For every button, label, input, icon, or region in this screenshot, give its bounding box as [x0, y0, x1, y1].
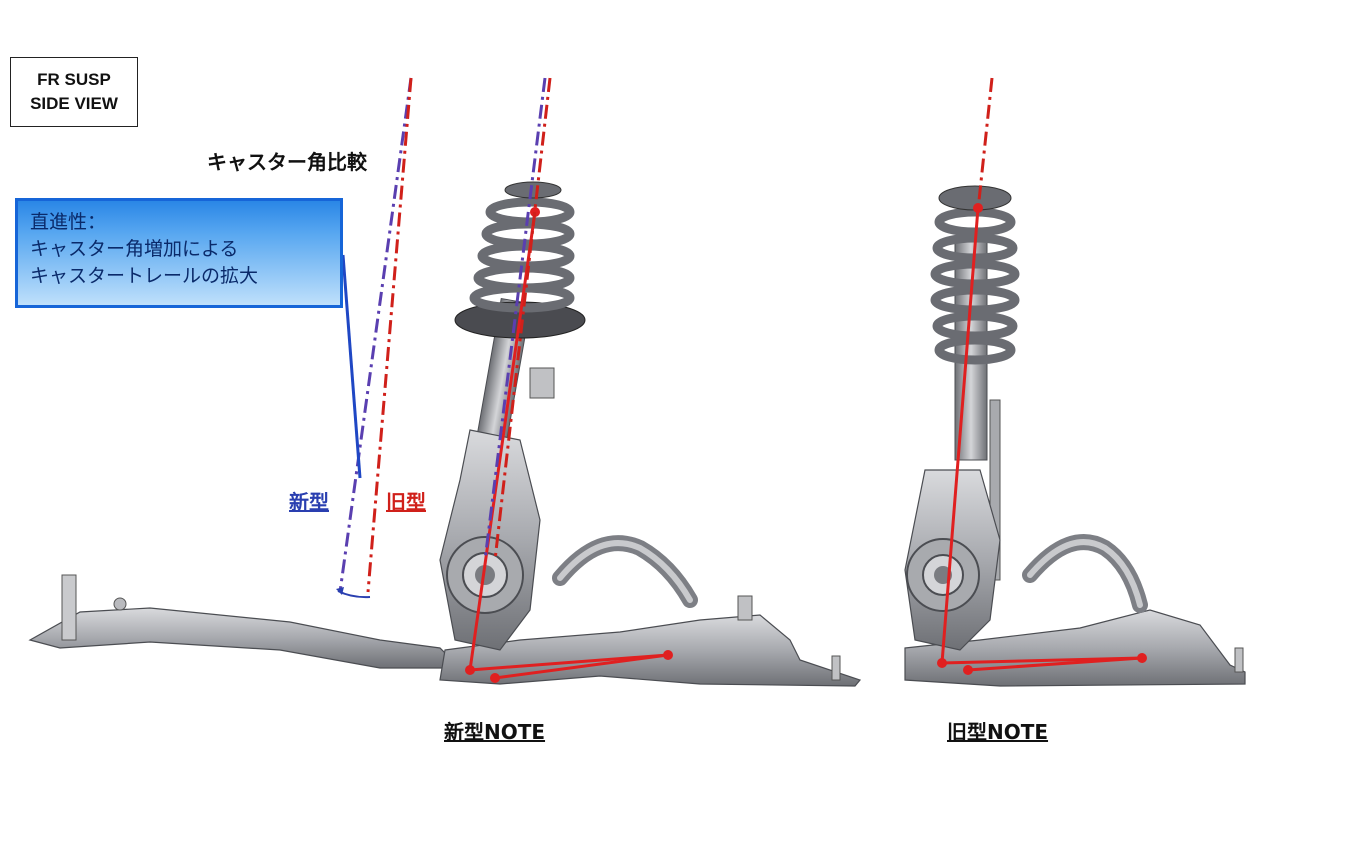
callout-line1: 直進性：: [30, 211, 107, 233]
callout-box: 直進性： キャスター角増加による キャスタートレールの拡大: [15, 198, 343, 308]
caption-old-note: 旧型NOTE: [947, 720, 1049, 744]
callout-pointer: [341, 254, 362, 479]
view-label-box: FR SUSP SIDE VIEW: [10, 57, 138, 127]
caster-reference-lines: [336, 77, 413, 599]
legend-new: 新型: [289, 490, 329, 514]
callout-line3: キャスタートレールの拡大: [30, 265, 259, 287]
view-label-line2: SIDE VIEW: [30, 94, 118, 113]
legend-old: 旧型: [386, 490, 426, 514]
caption-new-note: 新型NOTE: [444, 720, 546, 744]
old-note-suspension: [904, 77, 1246, 687]
new-note-suspension: [28, 77, 862, 687]
view-label-line1: FR SUSP: [37, 70, 111, 89]
callout-line2: キャスター角増加による: [30, 238, 239, 260]
diagram-title: キャスター角比較: [207, 150, 367, 174]
